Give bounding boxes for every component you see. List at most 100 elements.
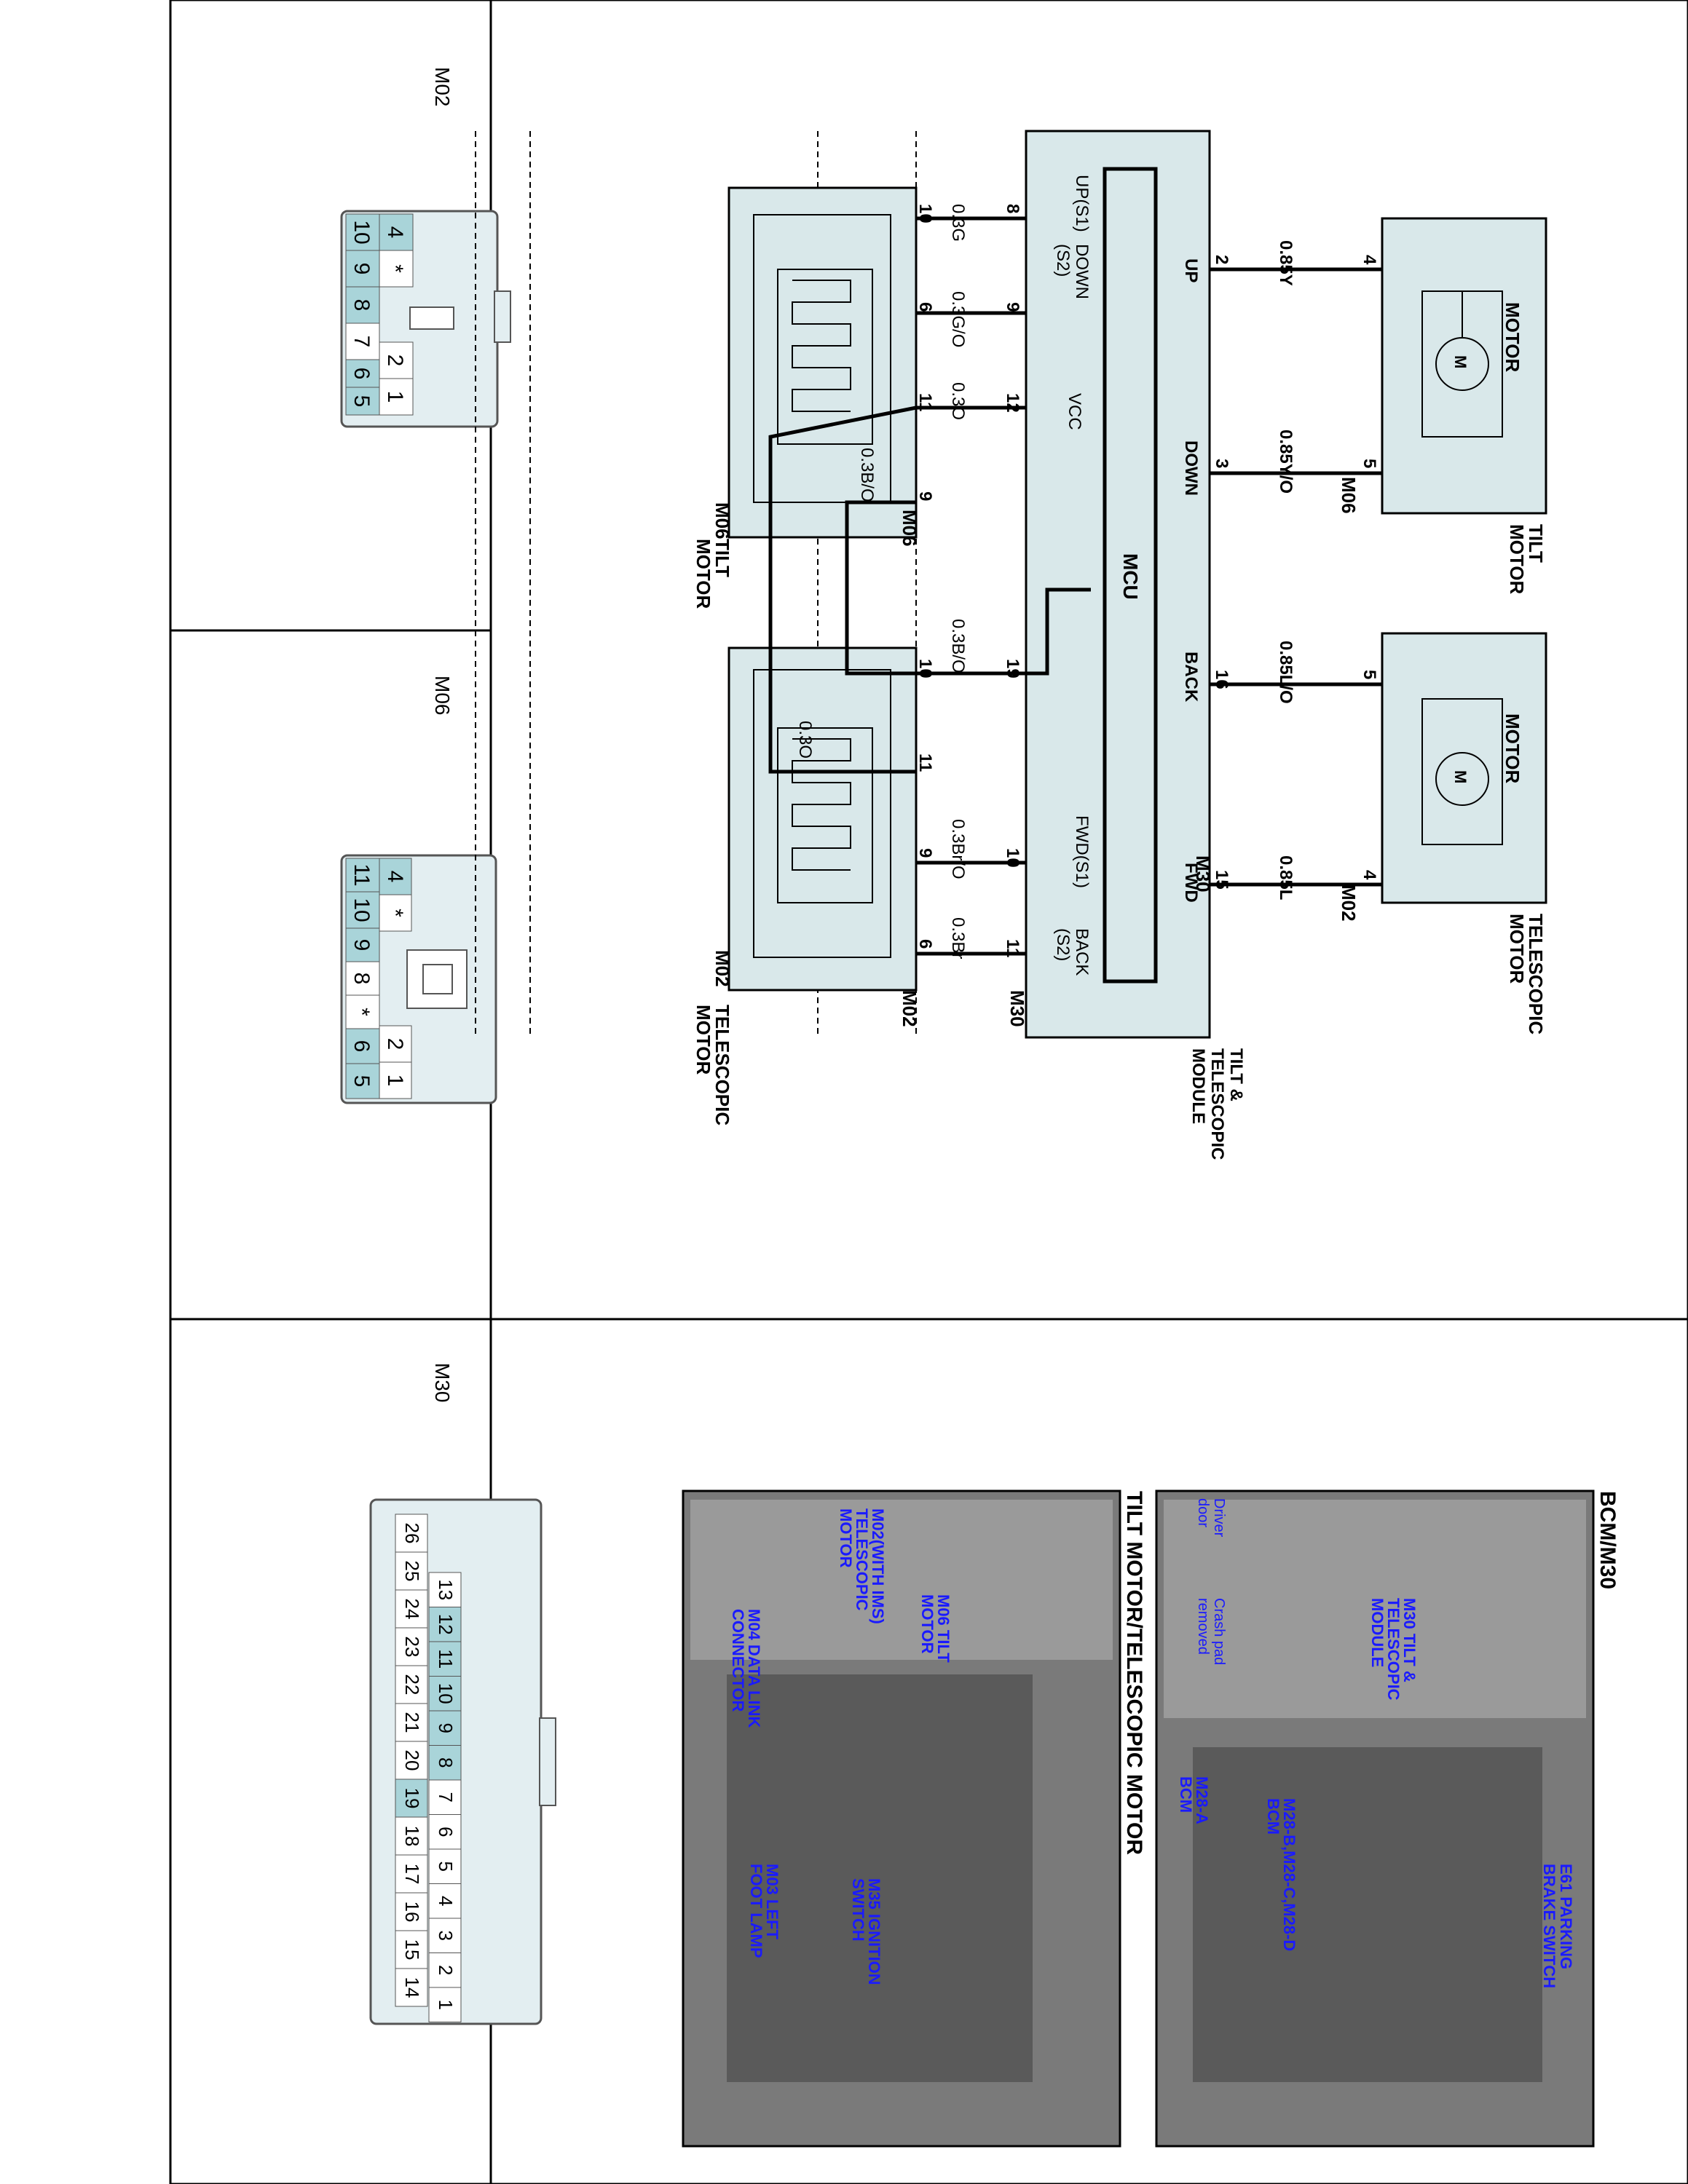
note-crash: removed — [1195, 1598, 1211, 1655]
tilt-motor-label: TILT — [1525, 524, 1547, 563]
m02-pin: 9 — [350, 263, 374, 275]
connector-m02-title: M02 — [431, 67, 454, 106]
connector-tag: M30 — [1192, 855, 1214, 893]
pin-number: 12 — [1003, 393, 1022, 413]
lower-pin-numbers: 8 10 9 6 12 11 9 19 10 11 10 9 11 6 M30 … — [899, 204, 1028, 1027]
module-labels: TILT & TELESCOPIC MODULE MCU — [1119, 553, 1246, 1160]
m06-pin: 4 — [383, 871, 407, 883]
upper-wire-labels: 0.85Y 0.85Y/O 0.85L/O 0.85L 4 2 5 3 5 16… — [1181, 240, 1379, 903]
m30-pin: 13 — [435, 1579, 457, 1600]
module-pin-label: DOWN — [1181, 440, 1201, 496]
motor-inner-label: MOTOR — [1502, 302, 1523, 373]
m30-pin: 25 — [401, 1561, 423, 1582]
m30-pin: 10 — [435, 1683, 457, 1704]
callout-m02: MOTOR — [837, 1508, 855, 1568]
connector-tag: M06 — [899, 510, 920, 547]
mcu-box — [1103, 167, 1158, 984]
pin-number: 9 — [1003, 302, 1022, 312]
pin-number: 6 — [915, 302, 935, 312]
m30-pin: 9 — [435, 1723, 457, 1733]
callout-m04: M04 DATA LINK — [745, 1609, 763, 1728]
tele-motor-label: MOTOR — [693, 1005, 714, 1075]
m06-pin: 10 — [350, 898, 374, 922]
m30-pin: 12 — [435, 1614, 457, 1635]
pin-number: 16 — [1212, 670, 1231, 689]
tilt-motor-label: MOTOR — [1506, 524, 1528, 595]
callout-m03: FOOT LAMP — [747, 1864, 765, 1958]
motor-inner-label: MOTOR — [1502, 713, 1523, 784]
m02-pin: 6 — [350, 368, 374, 380]
m02-pin: 2 — [383, 355, 407, 367]
m02-pin: 10 — [350, 220, 374, 244]
callout-m28a: M28-A — [1193, 1776, 1211, 1824]
m30-pin: 8 — [435, 1757, 457, 1768]
m06-pin: 9 — [350, 939, 374, 951]
m30-pin: 16 — [401, 1902, 423, 1923]
m30-pin: 18 — [401, 1826, 423, 1847]
m02-pin: 7 — [350, 336, 374, 348]
pin-number: 19 — [1003, 659, 1022, 678]
callout-m03: M03 LEFT — [763, 1864, 781, 1939]
callout-m30: TELESCOPIC — [1384, 1598, 1403, 1701]
wire-color: 0.85Y — [1276, 240, 1295, 286]
callout-m30: MODULE — [1368, 1598, 1387, 1667]
upper-wires — [1210, 267, 1382, 887]
callout-m04: CONNECTOR — [729, 1609, 747, 1712]
m30-pin: 15 — [401, 1939, 423, 1961]
pin-number: 11 — [915, 753, 935, 772]
m30-pin: 21 — [401, 1712, 423, 1733]
connector-tag: M30 — [1006, 990, 1028, 1027]
m30-pin: 2 — [435, 1965, 457, 1975]
wire-color: 0.3O — [948, 382, 968, 420]
m30-pin: 6 — [435, 1827, 457, 1837]
tilt-motor-label: MOTOR — [693, 539, 714, 609]
photo-bcm: BCM/M30 E61 PARKING BRAKE SWITCH M30 TIL… — [1155, 1489, 1620, 2148]
note-driver: door — [1195, 1498, 1211, 1527]
connector-m02: M02 4 * 2 1 — [340, 67, 511, 428]
module-pin-label: BACK — [1181, 652, 1201, 703]
wire-color: 0.3O — [795, 721, 815, 759]
m06-pin: * — [383, 909, 407, 917]
m02-pin: 1 — [383, 391, 407, 403]
module-pin-label: (S2) — [1053, 244, 1073, 277]
m30-pin: 1 — [435, 2000, 457, 2010]
m30-pin: 11 — [435, 1649, 457, 1669]
m02-pin: 4 — [383, 226, 407, 239]
wire-color: 0.3G — [948, 204, 968, 242]
connector-m06: M06 4 * 2 1 — [340, 676, 497, 1104]
pin-number: 9 — [915, 491, 935, 501]
tele-motor-label: TELESCOPIC — [711, 1005, 733, 1125]
module-pin-label: FWD — [1181, 863, 1201, 903]
connector-tag: M02 — [899, 990, 920, 1027]
callout-m35: SWITCH — [849, 1878, 867, 1942]
callout-m06: M06 TILT — [934, 1594, 953, 1663]
wire-color: 0.3B/O — [948, 619, 968, 673]
module-name-line: TELESCOPIC — [1207, 1048, 1227, 1160]
connector-tag: M06 — [711, 502, 733, 539]
pin-number: 15 — [1212, 870, 1231, 890]
module-pin-label: (S2) — [1053, 928, 1073, 961]
wire-color: 0.3B/O — [857, 448, 877, 502]
tele-motor-label: MOTOR — [1506, 914, 1528, 984]
vcc-label: VCC — [1065, 393, 1084, 430]
pin-number: 11 — [1003, 939, 1022, 957]
lower-wires — [768, 216, 1091, 956]
m30-pin: 17 — [401, 1864, 423, 1885]
callout-m02: TELESCOPIC — [853, 1508, 871, 1611]
callout-e61: E61 PARKING — [1557, 1864, 1575, 1969]
connector-tag: M02 — [711, 950, 733, 987]
motor-symbol: M — [1451, 355, 1470, 368]
m30-pin: 3 — [435, 1931, 457, 1941]
photo-title: BCM/M30 — [1596, 1491, 1620, 1589]
upper-tele-motor: M MOTOR TELESCOPIC MOTOR M02 — [1338, 632, 1547, 1034]
photo-tilt: TILT MOTOR/TELESCOPIC MOTOR M06 TILT MOT… — [682, 1489, 1146, 2148]
motor-symbol: M — [1451, 770, 1470, 783]
m06-pin: 2 — [383, 1038, 407, 1051]
upper-tilt-motor: M MOTOR TILT MOTOR M06 — [1338, 217, 1547, 595]
module-pin-label: UP — [1181, 258, 1201, 282]
module-name-line: MODULE — [1188, 1048, 1208, 1124]
wire-color: 0.3G/O — [948, 291, 968, 347]
tilt-motor-label: TILT — [711, 539, 733, 577]
wire-color: 0.3Br/O — [948, 819, 968, 879]
